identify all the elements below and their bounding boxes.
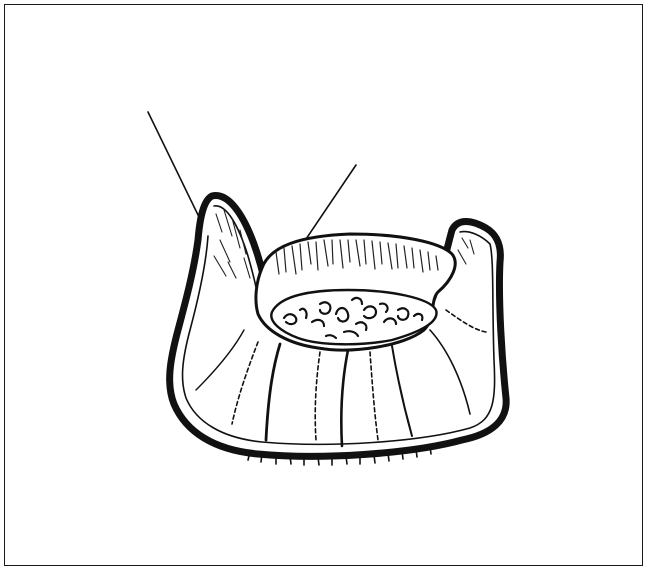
tooth-illustration: [0, 0, 650, 569]
